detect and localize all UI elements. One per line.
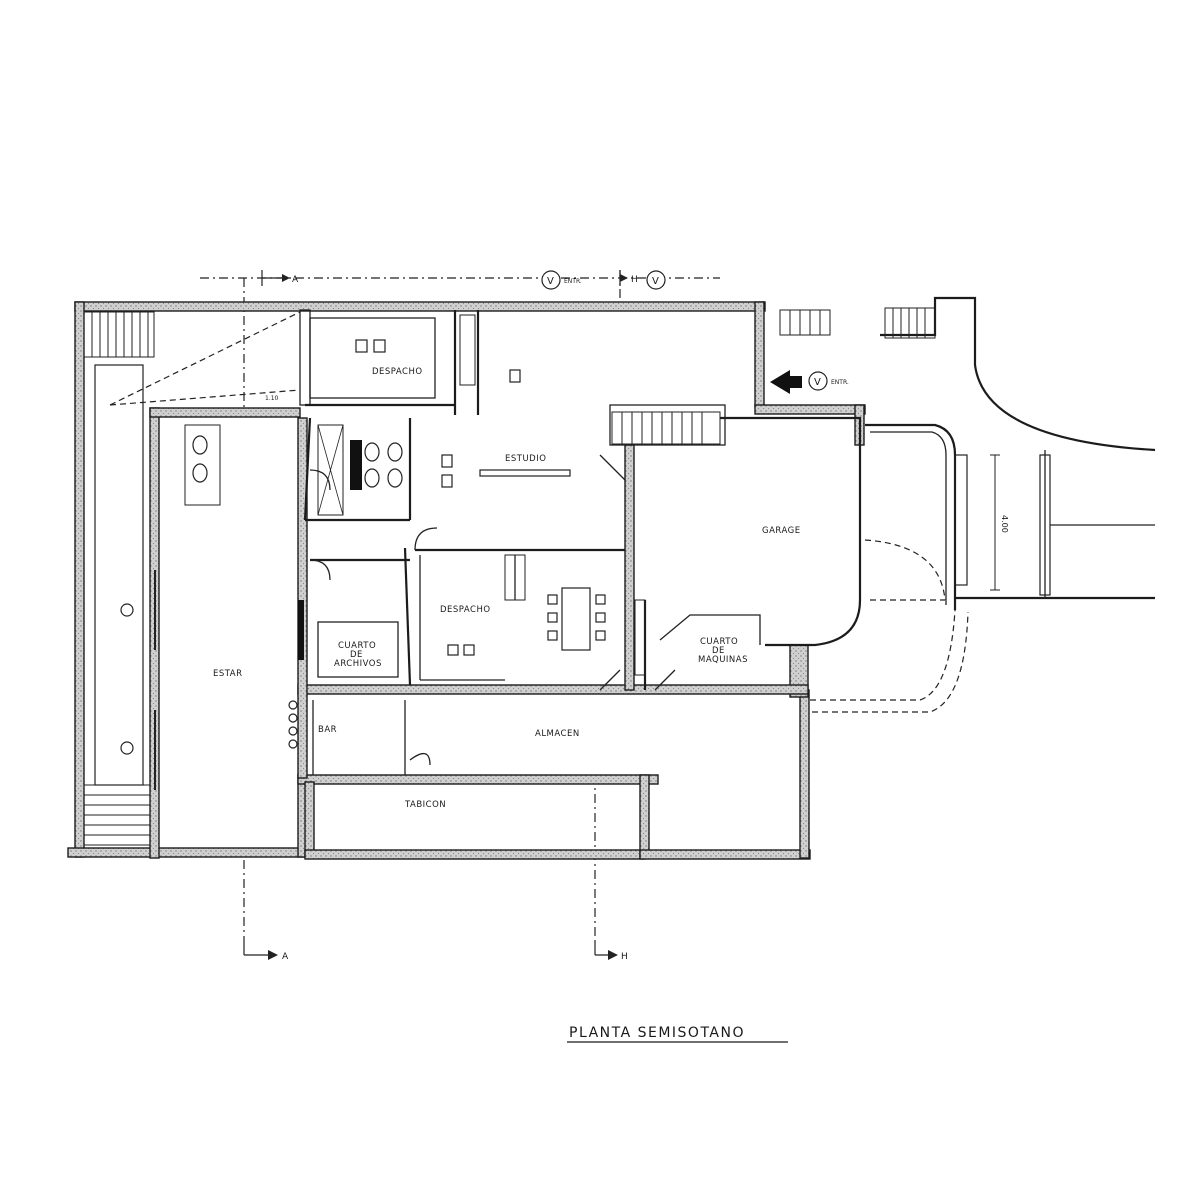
sink-icon-1 — [387, 442, 403, 462]
room-label-tabicon: TABICON — [404, 800, 446, 810]
bathroom-fixtures — [184, 424, 403, 516]
entry-label-top: ENTR. — [564, 278, 582, 285]
room-label-cuarto-maquinas-2: DE — [712, 646, 725, 656]
entry-marker-side: V ENTR. — [770, 370, 849, 394]
section-label-h-top: H — [631, 275, 638, 285]
drawing-title: PLANTA SEMISOTANO — [569, 1025, 745, 1041]
garage-width-dimension: 4.00 — [1000, 515, 1009, 533]
stair-top-right — [779, 307, 936, 339]
room-label-cuarto-de: DE — [350, 650, 363, 660]
toilet-icon-2 — [364, 468, 380, 488]
room-label-almacen: ALMACEN — [535, 729, 580, 739]
section-label-a-bottom: A — [282, 952, 289, 962]
stair-garage — [611, 411, 721, 445]
door-swings — [309, 454, 676, 766]
section-marker-h-bottom: H — [594, 940, 628, 962]
light-fixture-icon-1 — [120, 603, 134, 617]
stair-bottom-left — [83, 784, 151, 846]
entry-marker-top: V ENTR. V — [541, 270, 666, 290]
drawing-title-block: PLANTA SEMISOTANO — [567, 1025, 788, 1043]
section-marker-a-bottom: A — [243, 940, 289, 962]
estudio-desk — [479, 469, 571, 477]
section-marker-a-top: A — [261, 270, 299, 286]
toilet-icon-4 — [192, 463, 208, 483]
furniture — [288, 314, 646, 749]
room-label-garage: GARAGE — [762, 526, 801, 536]
toilet-icon-3 — [192, 435, 208, 455]
sink-icon-2 — [387, 468, 403, 488]
room-labels: DESPACHO ESTUDIO GARAGE DESPACHO CUARTO … — [213, 367, 801, 810]
section-label-a-top: A — [292, 275, 299, 285]
interior-walls — [299, 309, 761, 775]
section-marker-h-top: H — [619, 270, 638, 286]
toilet-icon-1 — [364, 442, 380, 462]
light-fixture-icon-2 — [120, 741, 134, 755]
room-label-archivos: ARCHIVOS — [334, 659, 382, 669]
room-label-estar: ESTAR — [213, 669, 243, 679]
entry-symbol-top-2: V — [652, 276, 659, 287]
entry-label-side: ENTR. — [831, 379, 849, 386]
garage-walls: 4.00 — [720, 296, 1156, 713]
room-label-despacho-top: DESPACHO — [372, 367, 423, 377]
room-label-estudio: ESTUDIO — [505, 454, 546, 464]
section-label-h-bottom: H — [621, 952, 628, 962]
meeting-table — [561, 587, 591, 651]
room-label-cuarto-maquinas-3: MAQUINAS — [698, 655, 748, 665]
room-label-despacho-middle: DESPACHO — [440, 605, 491, 615]
entry-symbol-top: V — [547, 276, 554, 287]
room-label-bar: BAR — [318, 725, 337, 735]
room-label-cuarto-maquinas-1: CUARTO — [700, 637, 738, 647]
room-label-cuarto: CUARTO — [338, 641, 376, 651]
outer-walls — [67, 301, 866, 860]
entry-symbol-side: V — [814, 377, 821, 388]
left-corridor — [94, 311, 301, 790]
small-dimension-note: 1.10 — [265, 395, 279, 402]
stair-top-left — [83, 311, 155, 358]
